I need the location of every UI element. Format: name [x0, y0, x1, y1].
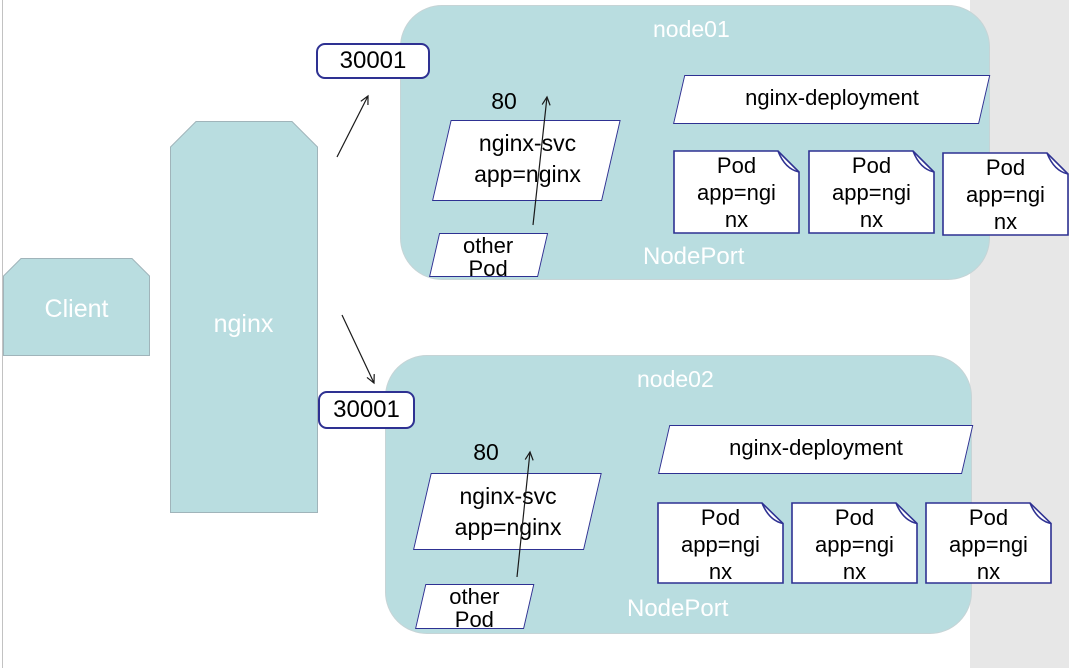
- arrow-nginx-to-node02-port: [341, 314, 375, 385]
- arrow-nginx-to-node01-port: [336, 94, 369, 158]
- node02-service-label: nginx-svc app=nginx: [454, 483, 562, 540]
- client-label: Client: [44, 295, 109, 323]
- pod-shape: [925, 502, 1052, 584]
- pod-shape: [657, 502, 784, 584]
- node01-service-shape: nginx-svc app=nginx: [432, 120, 621, 201]
- pod-label: Pod app=ngi nx: [832, 153, 911, 232]
- client-shape: [3, 258, 150, 356]
- pod-shape: [808, 150, 935, 234]
- node01-title: node01: [653, 16, 730, 42]
- node01-other-pod-shape: other Pod: [429, 233, 549, 281]
- node01-pod-1: Pod app=ngi nx: [673, 150, 800, 234]
- node01-deployment-label: nginx-deployment: [745, 85, 919, 110]
- pod-shape: [942, 152, 1069, 236]
- node01-service-port-label: 80: [491, 88, 517, 114]
- node02-port-badge: 30001: [318, 391, 415, 429]
- node01-nodeport-label: NodePort: [643, 243, 745, 270]
- node01-pod-2: Pod app=ngi nx: [808, 150, 935, 234]
- slide-edge-line: [2, 0, 3, 668]
- pod-shape: [791, 502, 918, 584]
- pod-label: Pod app=ngi nx: [966, 155, 1045, 234]
- nginx-gateway-shape: [170, 121, 318, 513]
- node02-service-port-label: 80: [473, 439, 499, 465]
- node01-pod-3: Pod app=ngi nx: [942, 152, 1069, 236]
- node02-other-pod-shape: other Pod: [415, 584, 535, 632]
- node02-deployment-label: nginx-deployment: [729, 435, 903, 460]
- node02-pod-2: Pod app=ngi nx: [791, 502, 918, 584]
- pod-label: Pod app=ngi nx: [697, 153, 776, 232]
- node02-other-pod-label: other Pod: [449, 584, 500, 632]
- pod-shape: [673, 150, 800, 234]
- node01-other-pod-label: other Pod: [463, 233, 514, 281]
- node01-deployment-shape: nginx-deployment: [673, 75, 991, 124]
- node01-service-label: nginx-svc app=nginx: [474, 130, 581, 187]
- node02-deployment-shape: nginx-deployment: [658, 425, 974, 474]
- node02-service-shape: nginx-svc app=nginx: [413, 473, 602, 550]
- node02-pod-3: Pod app=ngi nx: [925, 502, 1052, 584]
- pod-label: Pod app=ngi nx: [681, 505, 760, 584]
- node02-pod-1: Pod app=ngi nx: [657, 502, 784, 584]
- nginx-gateway-label: nginx: [213, 310, 274, 338]
- pod-label: Pod app=ngi nx: [815, 505, 894, 584]
- pod-label: Pod app=ngi nx: [949, 505, 1028, 584]
- node02-title: node02: [637, 366, 714, 392]
- node01-port-badge: 30001: [316, 43, 430, 79]
- node02-nodeport-label: NodePort: [627, 595, 729, 622]
